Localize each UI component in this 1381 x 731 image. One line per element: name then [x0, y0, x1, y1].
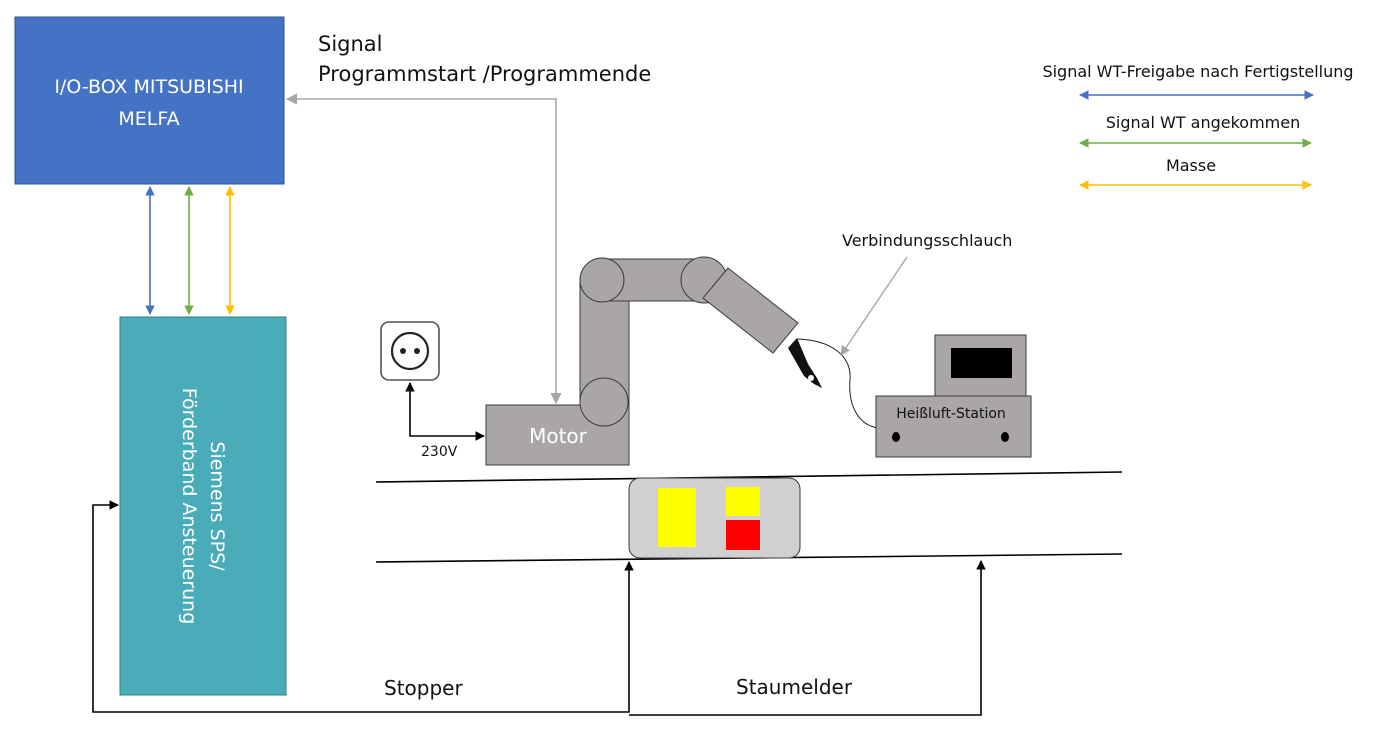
hose-pointer-arrow [840, 256, 908, 356]
power-socket-icon [380, 321, 440, 381]
legend-label-arrived: Signal WT angekommen [1106, 113, 1301, 132]
program-signal-arrow [285, 93, 562, 405]
arm-shoulder-joint [579, 257, 625, 303]
motor-label: Motor [529, 424, 588, 448]
carrier-plate [628, 477, 801, 559]
signal-label-line1: Signal [318, 32, 383, 56]
station-label: Heißluft-Station [896, 406, 1006, 422]
part-yellow-small [726, 487, 760, 516]
io-box-rect [14, 16, 285, 185]
io-box-block: I/O-BOX MITSUBISHI MELFA [14, 16, 285, 185]
power-arrow [405, 382, 485, 441]
legend-label-release: Signal WT-Freigabe nach Fertigstellung [1042, 62, 1353, 81]
stopper-label: Stopper [384, 676, 463, 700]
hose-label: Verbindungsschlauch [842, 231, 1012, 250]
part-red [726, 520, 760, 550]
io-box-label-line1: I/O-BOX MITSUBISHI [54, 76, 243, 98]
jam-sensor-signal-line [629, 560, 986, 716]
robot-arm: Motor [485, 256, 822, 466]
conveyor-top-rail [375, 471, 1123, 483]
legend: Signal WT-Freigabe nach Fertigstellung S… [1042, 62, 1354, 190]
station-knob-left [892, 432, 900, 442]
sps-rect [119, 316, 287, 696]
legend-label-ground: Masse [1166, 156, 1216, 175]
io-box-label-line2: MELFA [118, 108, 179, 130]
sps-block: Siemens SPS/ Förderband Ansteuerung [119, 316, 287, 696]
station-display-screen [951, 348, 1012, 378]
part-yellow-large [658, 488, 696, 547]
arm-base-joint [579, 377, 629, 427]
station-knob-right [1001, 432, 1009, 442]
jam-sensor-label: Staumelder [736, 675, 853, 699]
nozzle-tip [808, 375, 814, 381]
arm-forearm-segment [702, 267, 799, 354]
signal-label-line2: Programmstart /Programmende [318, 62, 651, 86]
stopper-signal-line [92, 500, 634, 713]
voltage-label: 230V [421, 444, 458, 460]
sps-label-line2: Förderband Ansteuerung [178, 388, 200, 625]
connection-hose [796, 338, 879, 429]
workpiece-carrier [628, 477, 801, 559]
hot-air-station: Heißluft-Station [875, 334, 1032, 458]
station-base-unit [875, 395, 1032, 458]
hot-air-nozzle [788, 338, 822, 388]
sps-label-line1: Siemens SPS/ [206, 441, 228, 571]
